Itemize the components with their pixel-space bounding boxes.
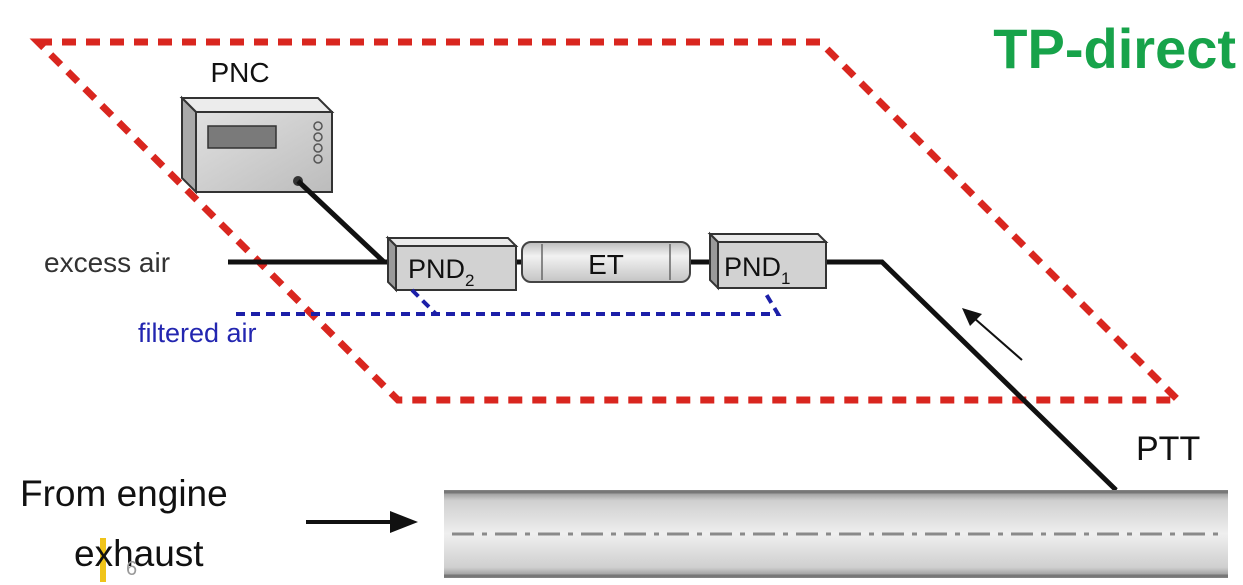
pnc-to-pnd2-tube — [296, 179, 386, 264]
pnc-label: PNC — [210, 57, 269, 88]
pnc-device — [179, 95, 335, 195]
inflow-arrow — [306, 511, 418, 533]
ptt-label: PTT — [1136, 430, 1200, 468]
from-engine-label: From engine — [20, 473, 228, 514]
filtered-air-label: filtered air — [138, 318, 257, 348]
pnc-display-screen — [207, 125, 277, 149]
pnd1-label: PND1 — [724, 252, 790, 288]
pnd1-box — [707, 231, 829, 291]
slide-page-number: 6 — [126, 558, 137, 580]
filtered-air-line — [236, 292, 782, 316]
excess-air-label: excess air — [44, 247, 170, 278]
flow-direction-arrow — [962, 308, 1023, 361]
tp-direct-boundary — [29, 38, 1187, 404]
pnd2-box — [385, 235, 519, 293]
filtered-air-branch — [410, 288, 438, 316]
et-tube — [521, 241, 691, 283]
diagram-title: TP-direct — [993, 17, 1236, 80]
pnd2-label: PND2 — [408, 254, 474, 290]
text-cursor-marker — [100, 538, 106, 582]
et-label: ET — [588, 249, 624, 280]
exhaust-label: exhaust — [74, 533, 204, 574]
sample-line — [826, 259, 1118, 492]
exhaust-pipe — [444, 490, 1228, 578]
